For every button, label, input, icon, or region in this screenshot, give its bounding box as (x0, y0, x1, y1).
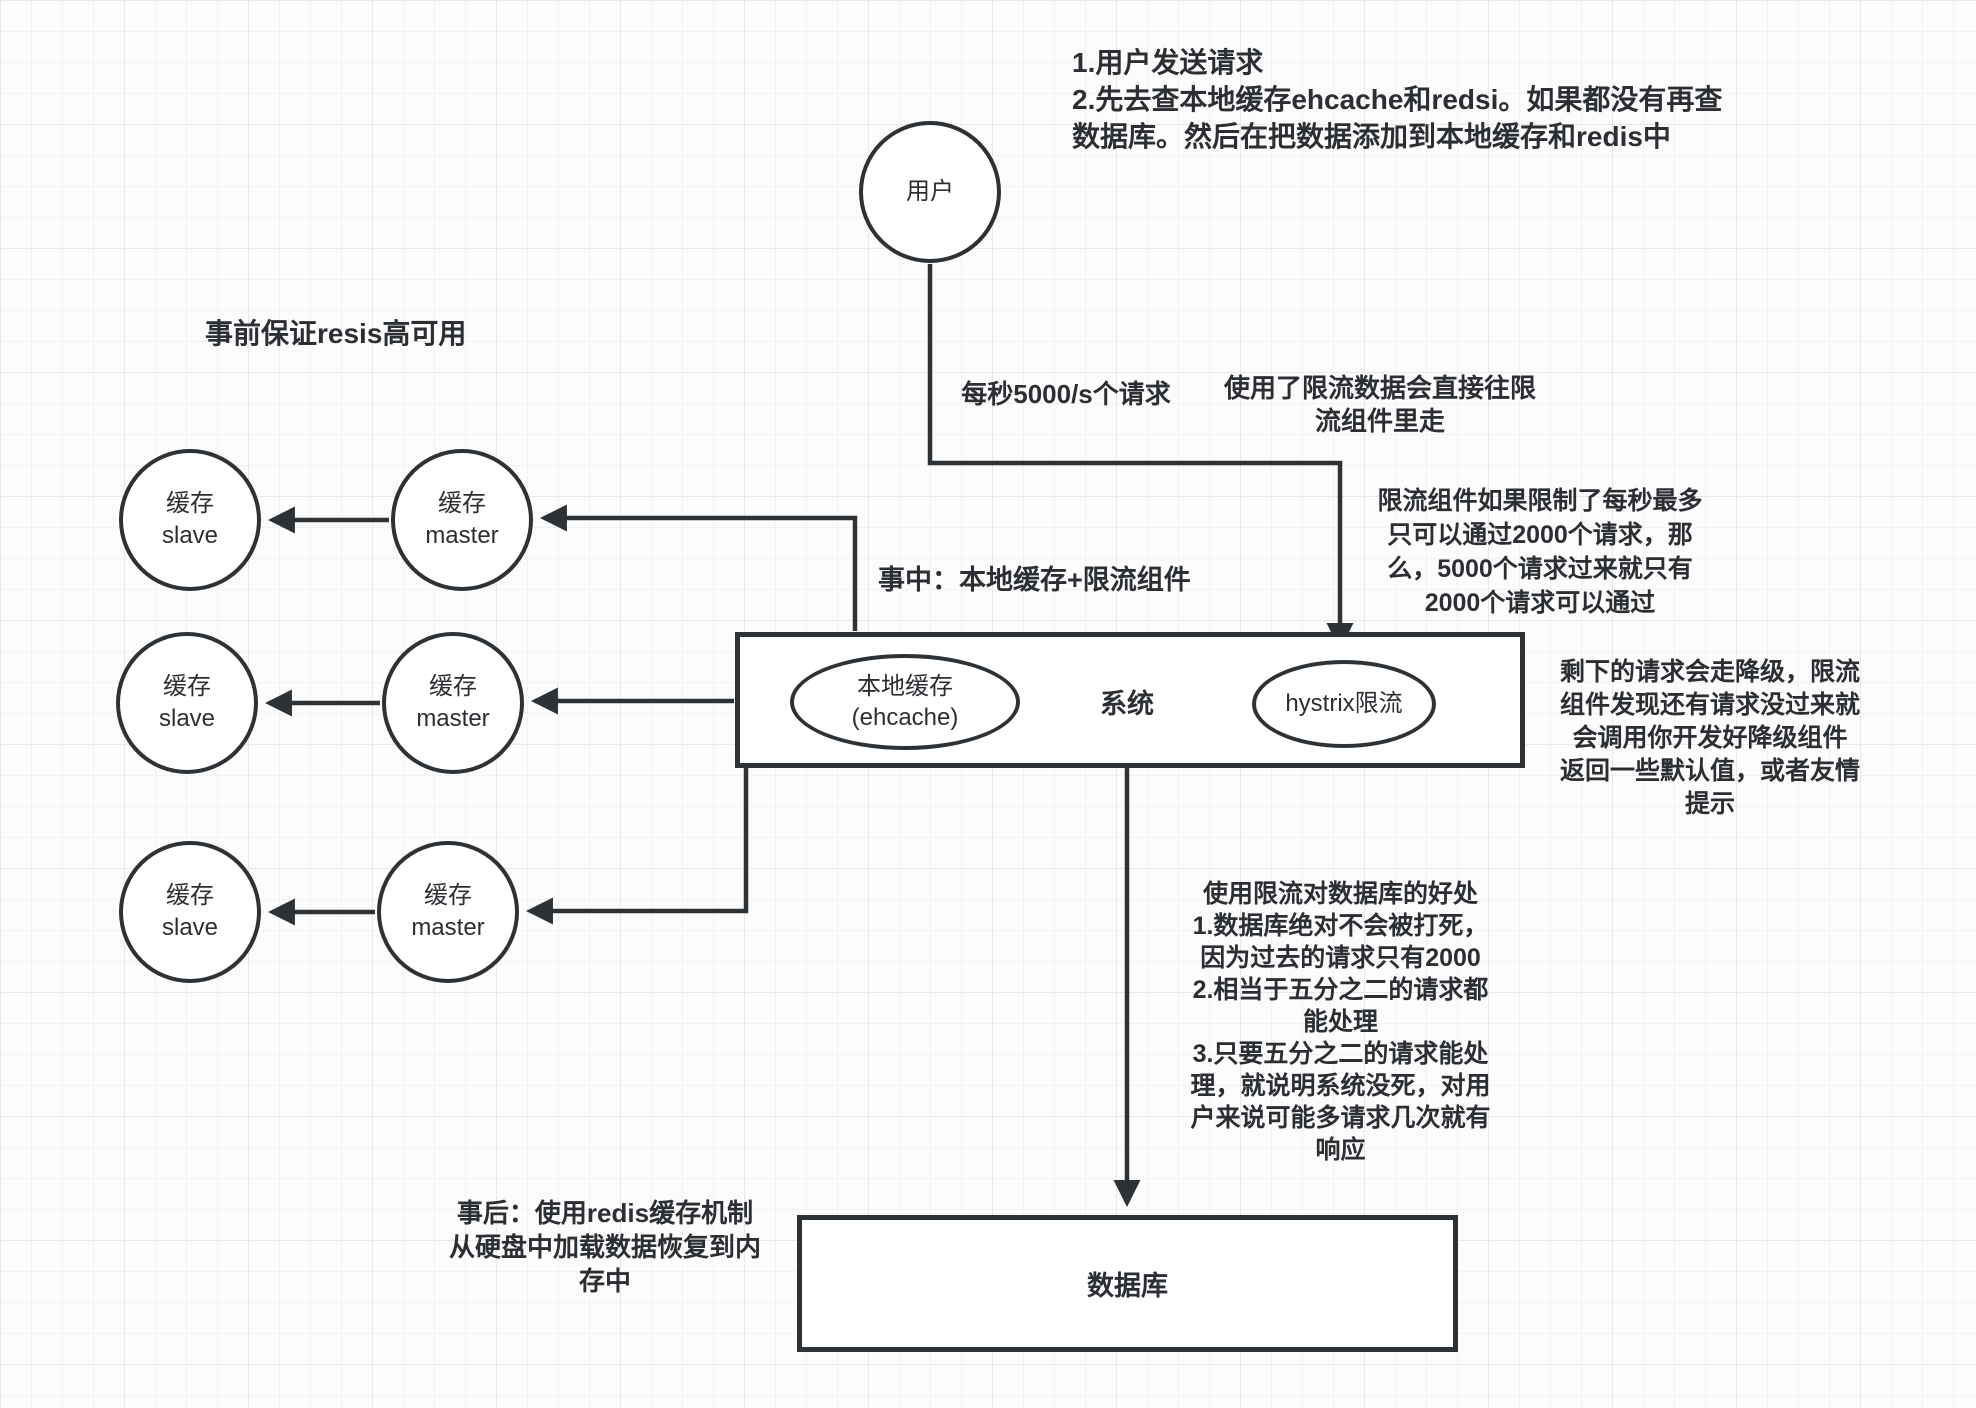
node-cache-master-3-label: 缓存 master (411, 882, 485, 941)
node-hystrix: hystrix限流 (1252, 660, 1436, 748)
note-limiter-rule: 限流组件如果限制了每秒最多 只可以通过2000个请求，那 么，5000个请求过来… (1377, 487, 1703, 617)
node-hystrix-label: hystrix限流 (1285, 690, 1403, 718)
node-cache-slave-3-label: 缓存 slave (161, 882, 219, 941)
node-database: 数据库 (797, 1215, 1458, 1352)
node-cache-master-2: 缓存 master (382, 632, 524, 774)
arrow-system-to-master-1 (539, 504, 858, 631)
node-user: 用户 (859, 121, 1001, 263)
node-cache-slave-1: 缓存 slave (119, 449, 261, 591)
node-database-label: 数据库 (1087, 1271, 1168, 1301)
node-system-label: 系统 (1100, 689, 1154, 719)
node-cache-master-1: 缓存 master (391, 449, 533, 591)
node-cache-slave-1-label: 缓存 slave (161, 490, 219, 549)
node-system-box: 本地缓存 (ehcache) 系统 hystrix限流 (735, 632, 1525, 768)
node-cache-master-3: 缓存 master (377, 841, 519, 983)
node-cache-slave-2-label: 缓存 slave (158, 673, 216, 732)
note-top-right: 1.用户发送请求 2.先去查本地缓存ehcache和redsi。如果都没有再查 … (1072, 47, 1723, 152)
node-user-label: 用户 (906, 178, 954, 206)
note-limited-data: 使用了限流数据会直接往限 流组件里走 (1223, 373, 1536, 436)
node-cache-master-2-label: 缓存 master (416, 673, 490, 732)
note-phase-before: 事前保证resis高可用 (205, 318, 467, 349)
node-local-cache: 本地缓存 (ehcache) (790, 654, 1020, 750)
note-benefits: 使用限流对数据库的好处 1.数据库绝对不会被打死， 因为过去的请求只有2000 … (1190, 880, 1491, 1164)
node-cache-slave-2: 缓存 slave (116, 632, 258, 774)
node-cache-master-1-label: 缓存 master (425, 490, 499, 549)
node-local-cache-label: 本地缓存 (ehcache) (851, 672, 959, 731)
note-request-rate: 每秒5000/s个请求 (961, 379, 1171, 409)
arrow-system-to-master-3 (525, 767, 749, 925)
note-phase-during: 事中：本地缓存+限流组件 (878, 565, 1191, 595)
node-cache-slave-3: 缓存 slave (119, 841, 261, 983)
note-phase-after: 事后：使用redis缓存机制 从硬盘中加载数据恢复到内 存中 (448, 1198, 761, 1296)
note-degrade: 剩下的请求会走降级，限流 组件发现还有请求没过来就 会调用你开发好降级组件 返回… (1559, 658, 1860, 818)
